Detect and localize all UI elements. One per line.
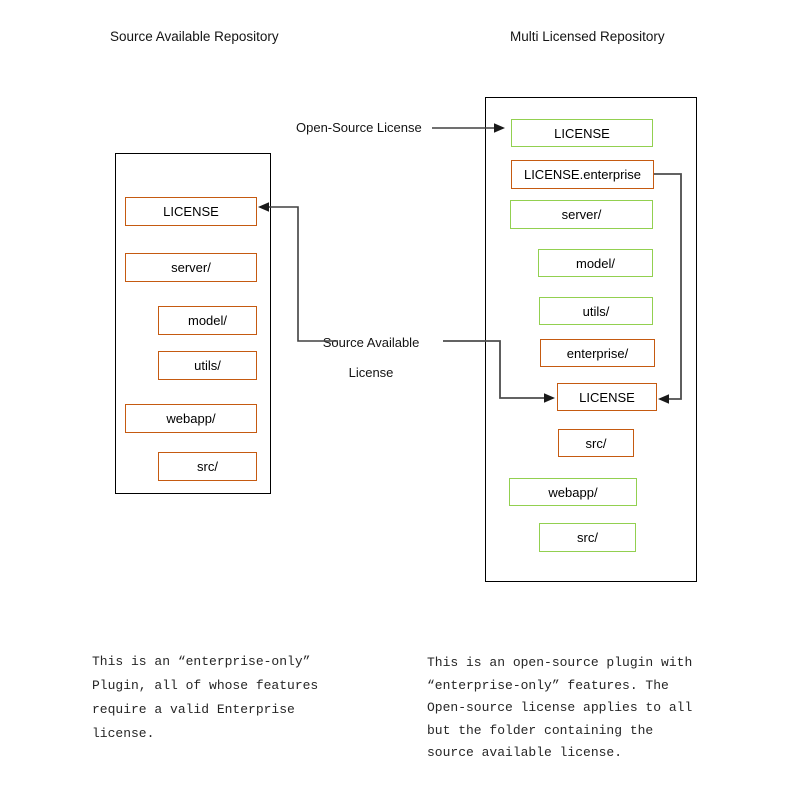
right-file-box-enterprise-license: LICENSE [557,383,657,411]
left-file-box-src: src/ [158,452,257,481]
left-file-box-model: model/ [158,306,257,335]
right-file-box-enterprise: enterprise/ [540,339,655,367]
right-file-box-model: model/ [538,249,653,277]
right-repo-note: This is an open-source plugin with “ente… [427,655,693,760]
left-repo-title: Source Available Repository [110,29,279,44]
source-available-license-label: Source Available License [322,335,420,380]
left-file-box-utils: utils/ [158,351,257,380]
right-repo-title: Multi Licensed Repository [510,29,665,44]
right-file-box-src: src/ [539,523,636,552]
left-repo-note: This is an “enterprise-only” Plugin, all… [92,654,319,741]
right-file-box-server: server/ [510,200,653,229]
right-file-box-webapp: webapp/ [509,478,637,506]
left-file-box-license: LICENSE [125,197,257,226]
right-file-box-license-enterprise: LICENSE.enterprise [511,160,654,189]
right-file-box-enterprise-src: src/ [558,429,634,457]
open-source-license-label: Open-Source License [296,120,422,135]
left-file-box-server: server/ [125,253,257,282]
right-file-box-license: LICENSE [511,119,653,147]
right-file-box-utils: utils/ [539,297,653,325]
left-file-box-webapp: webapp/ [125,404,257,433]
